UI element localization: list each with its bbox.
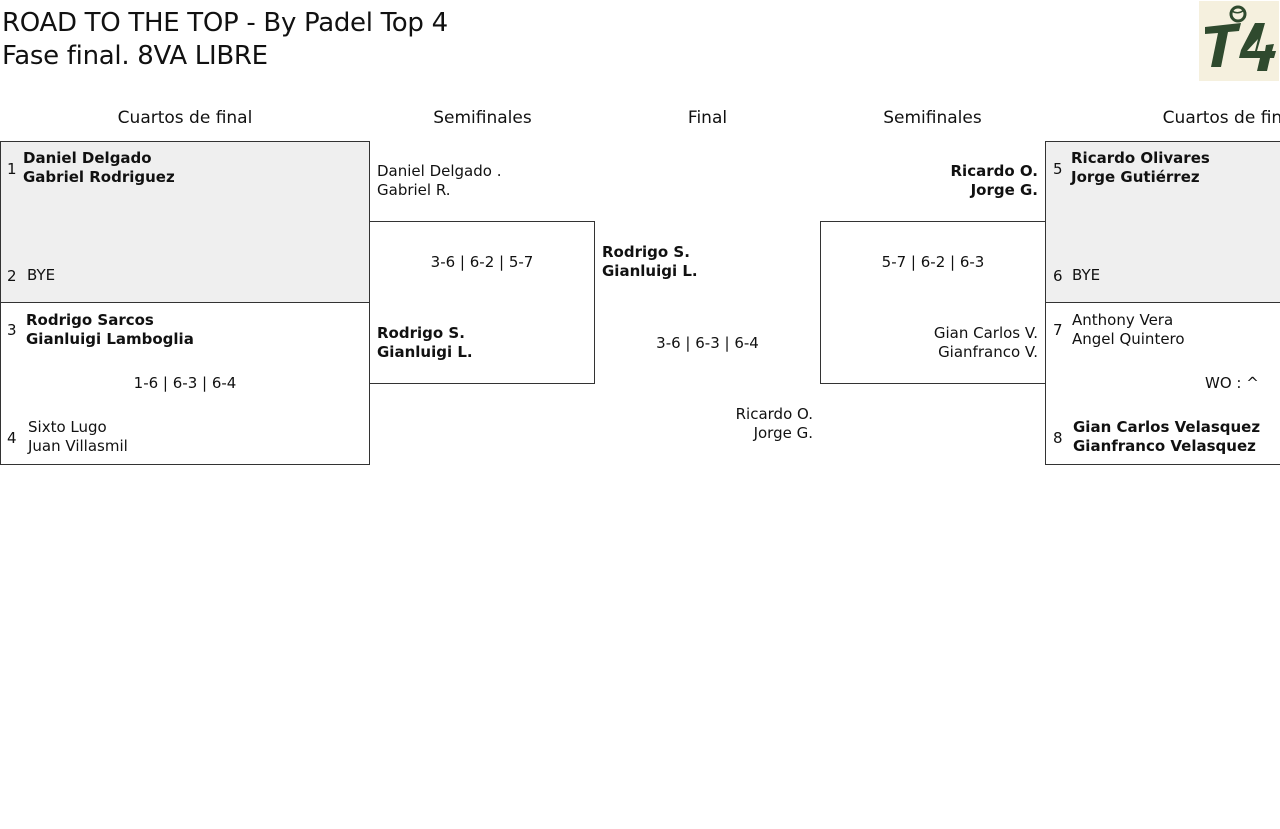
round-header-final: Final [687,108,728,128]
team-player: Gianfranco V. [938,343,1038,361]
match-score: 3-6 | 6-2 | 5-7 [430,253,534,271]
team-player: BYE [27,266,56,284]
team-player: Ricardo O. [950,162,1039,180]
team-player: Gian Carlos V. [933,324,1038,342]
team-player: Gianluigi L. [377,343,473,361]
seed-number: 4 [7,429,17,447]
team-player: Anthony Vera [1072,311,1174,329]
team-player: Jorge Gutiérrez [1071,168,1200,186]
seed-number: 7 [1053,321,1063,339]
team-player: Gianluigi Lamboglia [26,330,194,348]
seed-number: 8 [1053,429,1063,447]
page-title: ROAD TO THE TOP - By Padel Top 4 [2,8,448,38]
match-score: 5-7 | 6-2 | 6-3 [881,253,985,271]
round-header-left-quarterfinals: Cuartos de final [117,108,253,128]
match-card-qf1[interactable] [0,141,370,303]
team-player: Juan Villasmil [28,437,128,455]
match-card-sf1[interactable] [369,221,595,384]
team-player: Rodrigo Sarcos [26,311,154,329]
team-player: Jorge G. [753,424,813,442]
seed-number: 6 [1053,267,1063,285]
seed-number: 3 [7,321,17,339]
team-player: Gabriel Rodriguez [23,168,175,186]
team-player: Sixto Lugo [28,418,107,436]
team-player: Rodrigo S. [377,324,465,342]
team-player: Ricardo O. [735,405,813,423]
logo-icon [1205,5,1276,71]
round-header-right-quarterfinals: Cuartos de final [1162,108,1280,128]
padel-top-4-logo [1199,1,1279,81]
team-player: Daniel Delgado [23,149,152,167]
match-card-qf3[interactable] [1045,141,1280,303]
team-player: Gianfranco Velasquez [1073,437,1256,455]
team-player: Daniel Delgado . [377,162,502,180]
round-header-right-semifinals: Semifinales [883,108,982,128]
round-header-left-semifinals: Semifinales [433,108,532,128]
seed-number: 5 [1053,160,1063,178]
match-card-qf4[interactable] [1045,302,1280,465]
team-player: BYE [1072,266,1101,284]
team-player: Gian Carlos Velasquez [1073,418,1261,436]
match-score: 1-6 | 6-3 | 6-4 [133,374,237,392]
team-player: Ricardo Olivares [1071,149,1210,167]
team-player: Jorge G. [970,181,1038,199]
seed-number: 2 [7,267,17,285]
match-score: 3-6 | 6-3 | 6-4 [656,334,759,352]
team-player: Gabriel R. [377,181,451,199]
seed-number: 1 [7,160,17,178]
team-player: Gianluigi L. [602,262,698,280]
match-score: WO : ^ [1205,374,1259,392]
team-player: Rodrigo S. [602,243,690,261]
page-subtitle: Fase final. 8VA LIBRE [2,41,268,71]
team-player: Angel Quintero [1072,330,1185,348]
